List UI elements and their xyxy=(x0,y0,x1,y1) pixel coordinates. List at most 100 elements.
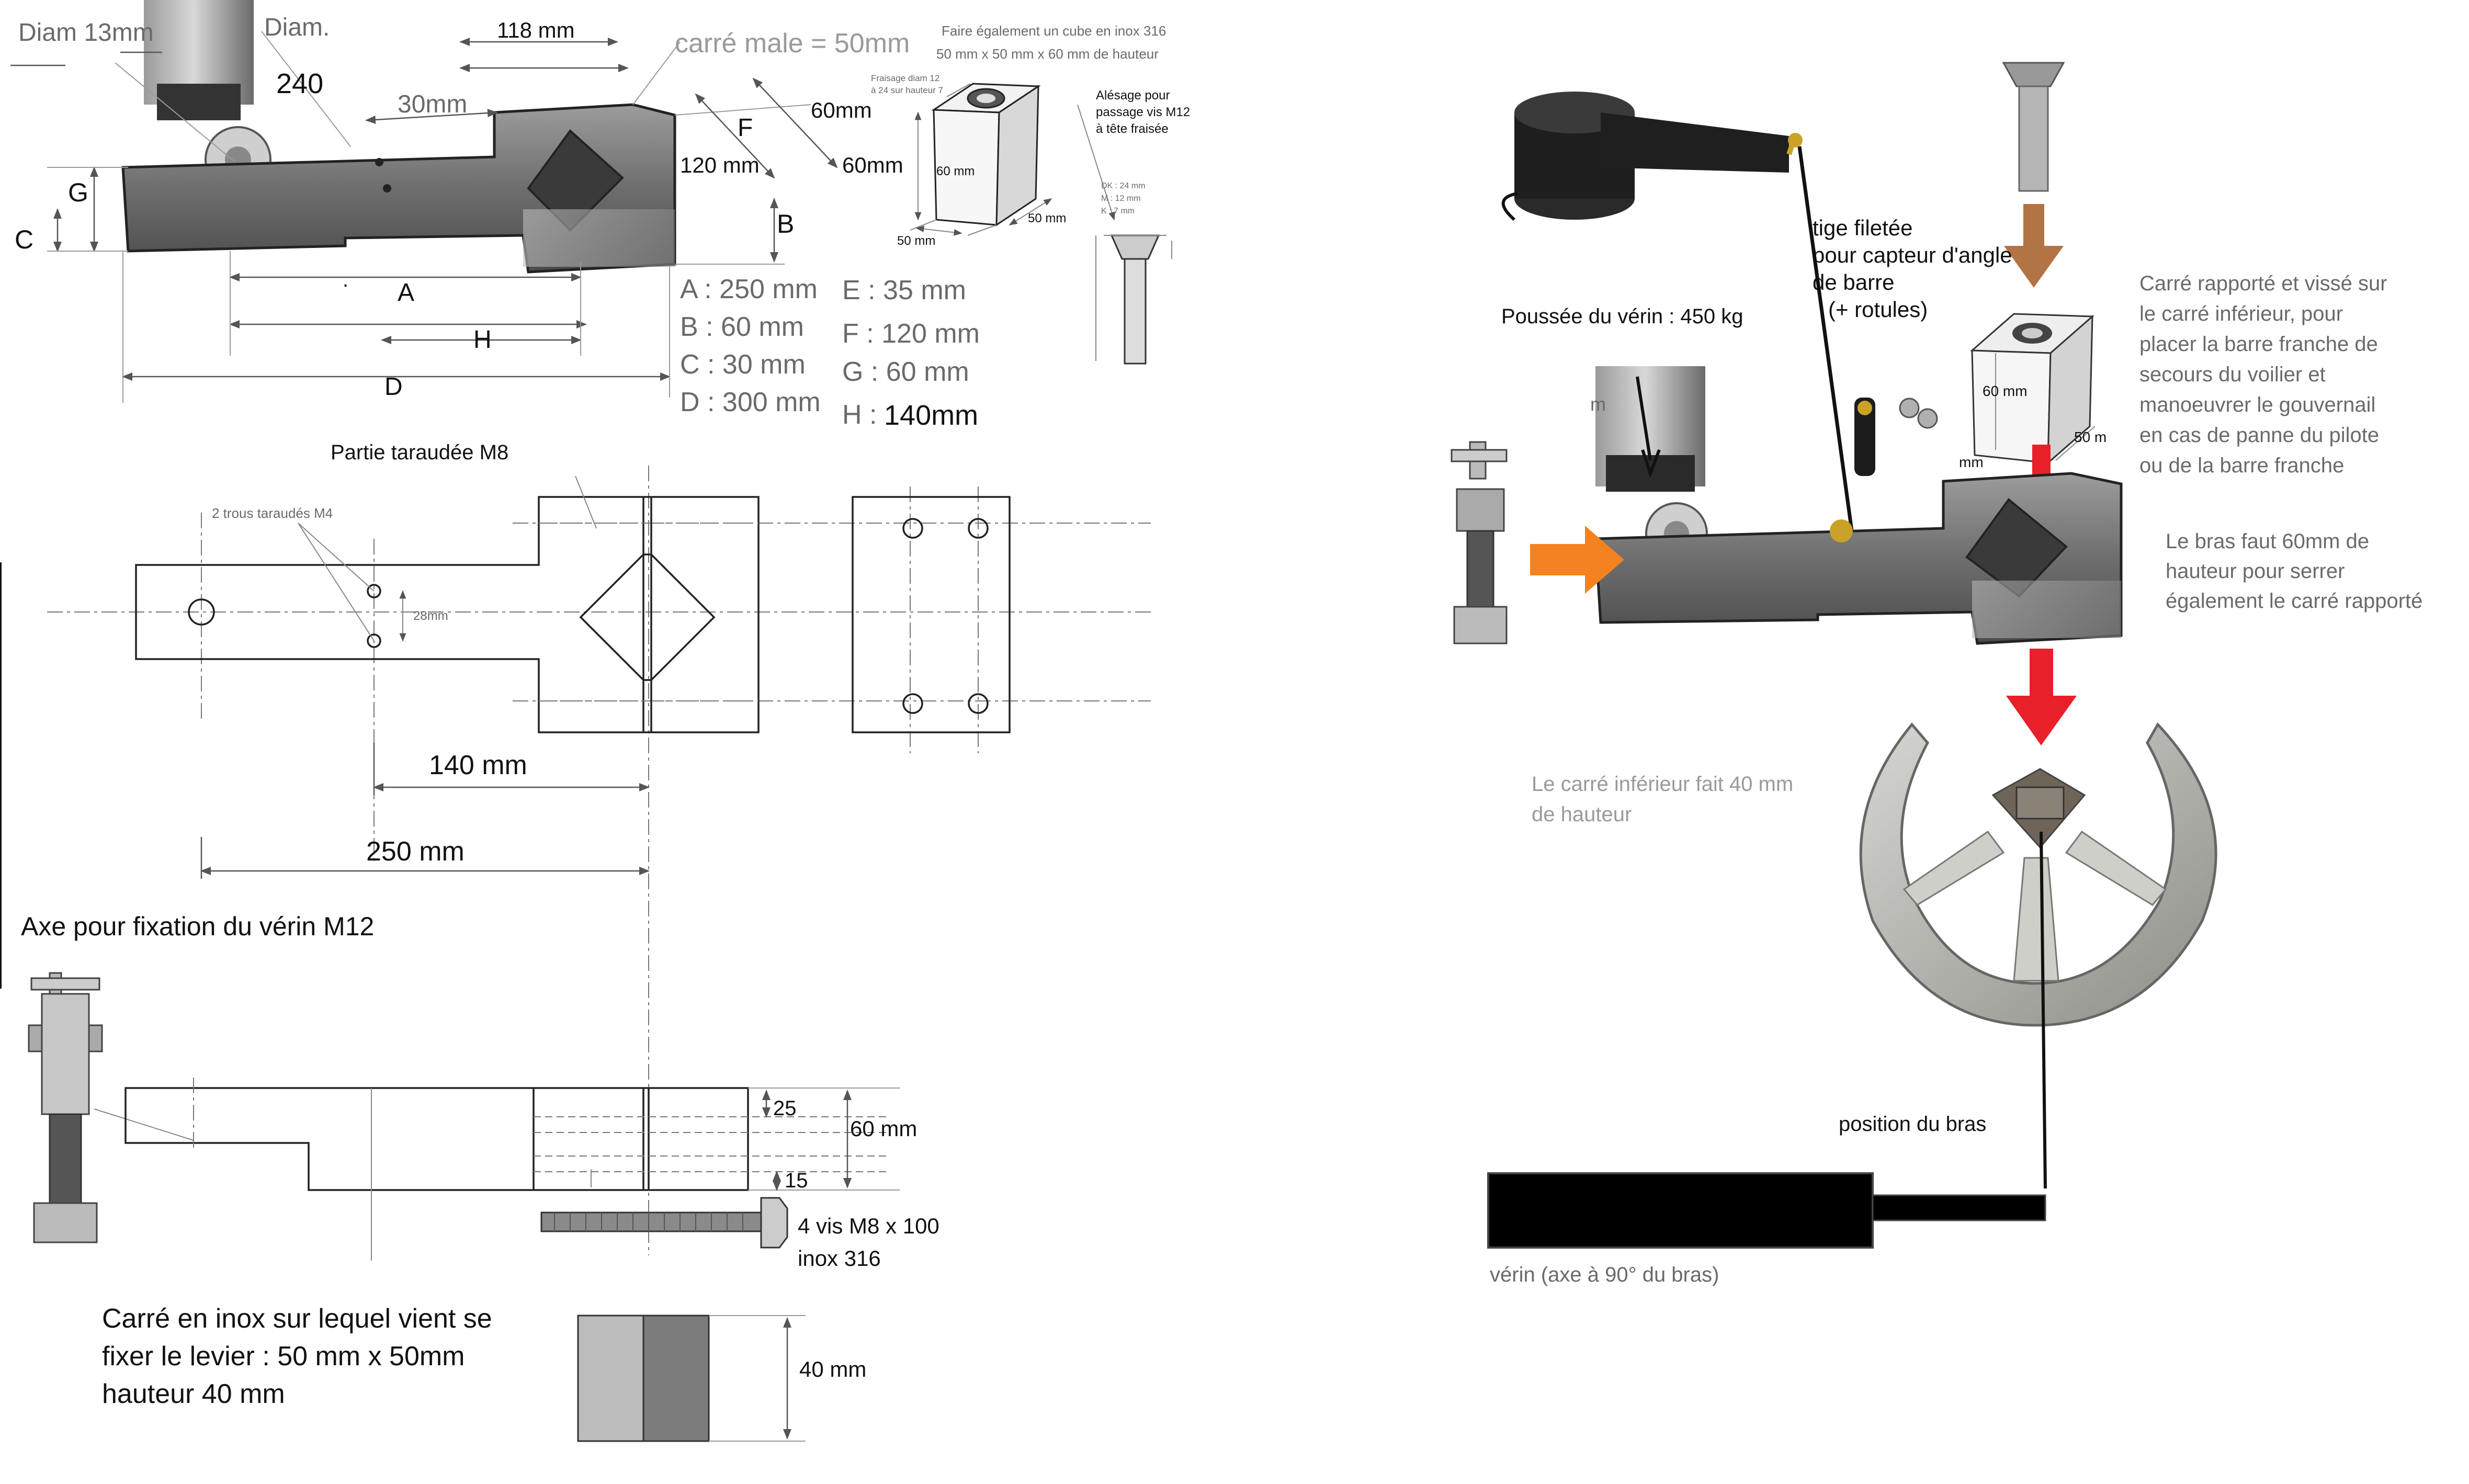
carre-inox-sketch xyxy=(577,1315,806,1442)
cube-right xyxy=(1970,313,2096,465)
legend-h-value: 140mm xyxy=(884,400,978,431)
legend-d: D : 300 mm xyxy=(680,387,821,417)
label-a: A xyxy=(398,279,414,307)
orange-arrow xyxy=(1530,526,1624,594)
cube-dim-50a: 50 mm xyxy=(897,234,935,248)
verin-body xyxy=(1487,1172,1874,1249)
cube-sketch xyxy=(910,83,1172,365)
alesage-line3: à tête fraisée xyxy=(1096,122,1169,136)
position-bras-label: position du bras xyxy=(1839,1113,1986,1136)
trous-label: 2 trous taraudés M4 xyxy=(212,505,333,521)
cube-dim-60: 60 mm xyxy=(936,164,975,178)
cube-right-mm: mm xyxy=(1959,454,1984,470)
label-f: F xyxy=(738,114,753,142)
side-view xyxy=(28,972,900,1261)
carre-rapporte-line: ou de la barre franche xyxy=(2139,454,2344,477)
lever-3d-top-left xyxy=(10,0,838,403)
red-arrow-bottom xyxy=(2006,649,2077,745)
label-c: C xyxy=(15,225,33,254)
legend-h-prefix: H : xyxy=(842,400,877,430)
m12-screw xyxy=(2002,62,2065,192)
actuator-end xyxy=(157,84,241,120)
tige-line1: tige filetée xyxy=(1813,216,1912,240)
partie-taraudee-label: Partie taraudée M8 xyxy=(331,441,508,464)
cube-note-line1: Faire également un cube en inox 316 xyxy=(942,23,1166,39)
threaded-rod xyxy=(1797,146,1854,531)
vis-line1: 4 vis M8 x 100 xyxy=(798,1214,939,1238)
plan-outline xyxy=(135,496,760,733)
carre-rapporte-line: manoeuvrer le gouvernail xyxy=(2139,393,2375,416)
plan-view xyxy=(0,466,1151,1255)
carre-rapporte-note: Carré rapporté et vissé sur le carré inf… xyxy=(2139,272,2387,477)
carre-inf-line2: de hauteur xyxy=(1532,803,1632,826)
carre-male-label: carré male = 50mm xyxy=(675,28,910,59)
dim-60b: 60mm xyxy=(842,153,903,177)
cube-note-line2: 50 mm x 50 mm x 60 mm de hauteur xyxy=(936,46,1159,62)
label-g: G xyxy=(68,178,88,207)
side-dim-60: 60 mm xyxy=(850,1116,917,1141)
brass-rod-end xyxy=(1788,133,1803,148)
tige-line2: pour capteur d'angle xyxy=(1813,243,2012,267)
plan-diamond xyxy=(579,553,716,681)
side-outline xyxy=(124,1087,749,1191)
dot-mark: . xyxy=(343,268,348,291)
cube-right-60: 60 mm xyxy=(1983,383,2028,399)
bolt-k: K : 7 mm xyxy=(1101,207,1135,216)
cube-dim-50b: 50 mm xyxy=(1028,211,1066,225)
carre-rapporte-line: le carré inférieur, pour xyxy=(2139,302,2343,325)
brass-ball-joint xyxy=(1830,519,1853,542)
side-dim-15: 15 xyxy=(785,1169,808,1192)
verin-label: vérin (axe à 90° du bras) xyxy=(1490,1263,1719,1286)
legend-g: G : 60 mm xyxy=(842,357,969,387)
side-dim-25: 25 xyxy=(773,1097,797,1120)
carre-rapporte-line: en cas de panne du pilote xyxy=(2139,424,2379,447)
axe-label: Axe pour fixation du vérin M12 xyxy=(21,912,374,941)
fraisage-line1: Fraisage diam 12 xyxy=(871,73,939,83)
diam-label: Diam. xyxy=(264,14,330,41)
legend-f: F : 120 mm xyxy=(842,319,980,349)
legend-c: C : 30 mm xyxy=(680,349,806,380)
end-view xyxy=(852,496,1011,733)
carre-rapporte-line: placer la barre franche de xyxy=(2139,333,2378,356)
frag-m: m xyxy=(1590,393,1606,415)
tige-line4: (+ rotules) xyxy=(1828,297,1928,322)
dim-60a: 60mm xyxy=(811,98,872,122)
bras-line: Le bras faut 60mm de xyxy=(2166,530,2369,553)
cube-right-50: 50 m xyxy=(2074,429,2106,445)
tige-line3: de barre xyxy=(1813,270,1894,294)
carre-inox-line2: fixer le levier : 50 mm x 50mm xyxy=(102,1341,465,1372)
bras-note: Le bras faut 60mm de hauteur pour serrer… xyxy=(2166,530,2422,613)
legend-b: B : 60 mm xyxy=(680,312,804,342)
dim-118: 118 mm xyxy=(497,18,575,42)
verin-rod xyxy=(1872,1194,2046,1221)
carre-inox-dim-40: 40 mm xyxy=(799,1357,866,1381)
dim-250: 250 mm xyxy=(366,836,465,867)
brown-arrow xyxy=(2004,204,2064,288)
carre-inox-line3: hauteur 40 mm xyxy=(102,1379,285,1409)
label-h: H xyxy=(473,326,492,354)
dim-30: 30mm xyxy=(398,90,467,118)
diam13-label: Diam 13mm xyxy=(18,19,154,47)
steering-quadrant xyxy=(1859,722,2217,1027)
lever-3d-right xyxy=(1594,366,2123,645)
dim-140: 140 mm xyxy=(429,750,527,780)
dim-28: 28mm xyxy=(413,609,448,623)
legend-a: A : 250 mm xyxy=(680,274,818,304)
angle-sensor xyxy=(1501,92,1803,221)
label-d: D xyxy=(384,373,403,401)
legend-e: E : 35 mm xyxy=(842,275,966,305)
carre-rapporte-line: secours du voilier et xyxy=(2139,363,2326,386)
alesage-line1: Alésage pour xyxy=(1096,88,1170,103)
arm-position-line xyxy=(2040,831,2047,1189)
bras-line: hauteur pour serrer xyxy=(2166,560,2345,583)
actuator-bolt-right xyxy=(1451,441,1508,644)
rotules xyxy=(1854,398,1938,476)
poussee-label: Poussée du vérin : 450 kg xyxy=(1501,305,1743,328)
carre-inox-line1: Carré en inox sur lequel vient se xyxy=(102,1304,492,1334)
bras-line: également le carré rapporté xyxy=(2166,590,2422,613)
vis-line2: inox 316 xyxy=(798,1246,881,1271)
carre-rapporte-line: Carré rapporté et vissé sur xyxy=(2139,272,2387,295)
diam-value: 240 xyxy=(276,68,323,99)
